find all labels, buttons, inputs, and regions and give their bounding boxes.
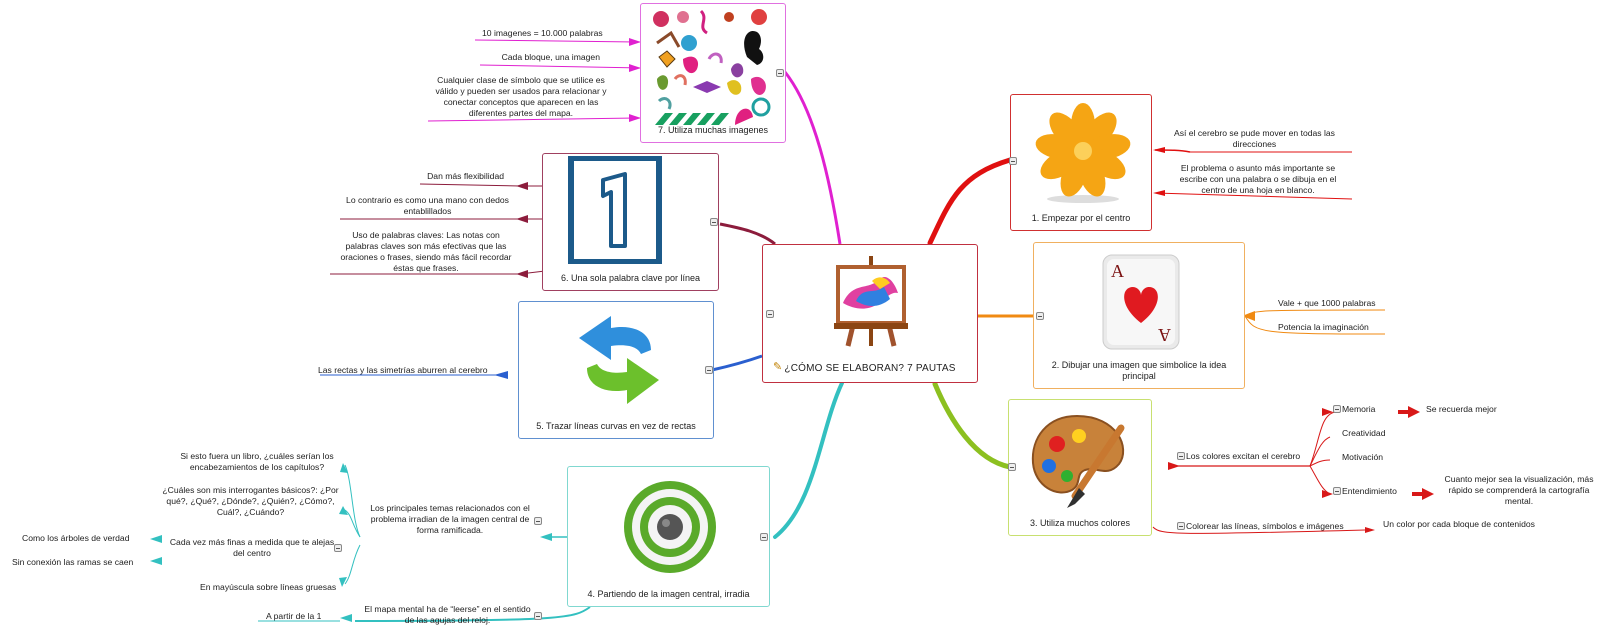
pencil-icon: ✎ [773, 361, 783, 373]
branch-4-connector [773, 381, 844, 539]
b4-q4: En mayúscula sobre líneas gruesas [200, 582, 337, 592]
b1-note-2: El problema o asunto más importante se e… [1179, 163, 1337, 195]
image-collage-icon [649, 7, 779, 127]
branch-2-node[interactable]: A A 2. Dibujar una imagen que simbolice … [1033, 242, 1245, 389]
b4-q3a: Como los árboles de verdad [22, 533, 130, 543]
central-collapse-toggle[interactable] [766, 310, 774, 318]
target-icon [620, 475, 720, 575]
refresh-arrows-icon [571, 310, 667, 410]
central-title: ¿CÓMO SE ELABORAN? 7 PAUTAS [784, 363, 956, 374]
b6-note-1: Dan más flexibilidad [427, 171, 504, 181]
b3-entendimiento-note: Cuanto mejor sea la visualización, más r… [1444, 474, 1594, 506]
easel-painting-icon [828, 251, 914, 349]
b7-note-2: Cada bloque, una imagen [501, 52, 600, 62]
b3-topic-1: Los colores excitan el cerebro [1186, 451, 1301, 461]
branch-4-title: 4. Partiendo de la imagen central, irrad… [587, 589, 750, 599]
b3-topic-2-note: Un color por cada bloque de contenidos [1383, 519, 1535, 529]
b4-q3: Cada vez más finas a medida que te aleja… [169, 537, 335, 558]
b3-memoria-note: Se recuerda mejor [1426, 404, 1497, 414]
b3-motivacion: Motivación [1342, 452, 1384, 462]
central-node[interactable]: ✎ ¿CÓMO SE ELABORAN? 7 PAUTAS [762, 244, 978, 383]
b7-note-1: 10 imagenes = 10.000 palabras [482, 28, 603, 38]
branch-3-connector [932, 381, 1013, 470]
branch-7-node[interactable]: 7. Utiliza muchas imagenes [640, 3, 786, 143]
branch-5-title: 5. Trazar líneas curvas en vez de rectas [536, 421, 696, 431]
branch-1-title: 1. Empezar por el centro [1031, 213, 1131, 223]
b4-topic-2-note: A partir de la 1 [266, 611, 322, 621]
branch-5-connector [711, 354, 763, 372]
number-one-icon [567, 155, 663, 265]
b2-note-2: Potencia la imaginación [1278, 322, 1369, 332]
branch-6-collapse-toggle[interactable] [710, 218, 718, 226]
branch-5-node[interactable]: 5. Trazar líneas curvas en vez de rectas [518, 301, 714, 439]
b4-topic-2: El mapa mental ha de “leerse” en el sent… [364, 604, 531, 625]
branch-3-collapse-toggle[interactable] [1008, 463, 1016, 471]
b3-topic-2: Colorear las líneas, símbolos e imágenes [1186, 521, 1344, 531]
b5-note: Las rectas y las simetrías aburren al ce… [318, 365, 488, 375]
b4-q3b: Sin conexión las ramas se caen [12, 557, 134, 567]
svg-text:A: A [1111, 261, 1124, 281]
branch-2-collapse-toggle[interactable] [1036, 312, 1044, 320]
b2-note-1: Vale + que 1000 palabras [1278, 298, 1376, 308]
b3-entendimiento-collapse-toggle[interactable] [1333, 487, 1341, 495]
branch-1-connector [927, 157, 1013, 246]
b3-creatividad: Creatividad [1342, 428, 1386, 438]
b4-topic1-collapse-toggle[interactable] [534, 517, 542, 525]
b4-topic-1: Los principales temas relacionados con e… [370, 503, 530, 535]
branch-6-node[interactable]: 6. Una sola palabra clave por línea [542, 153, 719, 291]
branch-7-connector [783, 71, 842, 245]
b4-topic2-collapse-toggle[interactable] [534, 612, 542, 620]
flower-icon [1031, 101, 1135, 205]
branch-6-title: 6. Una sola palabra clave por línea [560, 273, 701, 283]
branch-6-connector [719, 222, 776, 246]
b4-q2: ¿Cuáles son mis interrogantes básicos?: … [162, 485, 339, 517]
b7-note-3: Cualquier clase de símbolo que se utilic… [435, 75, 607, 118]
b3-memoria: Memoria [1342, 404, 1376, 414]
branch-1-collapse-toggle[interactable] [1009, 157, 1017, 165]
b6-note-3: Uso de palabras claves: Las notas con pa… [340, 230, 512, 273]
branch-7-collapse-toggle[interactable] [776, 69, 784, 77]
b4-q1: Si esto fuera un libro, ¿cuáles serían l… [180, 451, 334, 472]
branch-4-collapse-toggle[interactable] [760, 533, 768, 541]
branch-4-node[interactable]: 4. Partiendo de la imagen central, irrad… [567, 466, 770, 607]
branch-7-title: 7. Utiliza muchas imagenes [657, 125, 769, 135]
b6-note-2: Lo contrario es como una mano con dedos … [346, 195, 509, 216]
svg-text:A: A [1158, 325, 1171, 345]
branch-5-collapse-toggle[interactable] [705, 366, 713, 374]
branch-3-node[interactable]: 3. Utiliza muchos colores [1008, 399, 1152, 536]
ace-of-hearts-card-icon: A A [1099, 251, 1183, 353]
paint-palette-icon [1027, 408, 1135, 512]
b3-topic2-collapse-toggle[interactable] [1177, 522, 1185, 530]
branch-1-node[interactable]: 1. Empezar por el centro [1010, 94, 1152, 231]
b4-q3-collapse-toggle[interactable] [334, 544, 342, 552]
branch-2-title: 2. Dibujar una imagen que simbolice la i… [1051, 360, 1227, 381]
b1-note-2-line [1154, 192, 1353, 200]
b3-entendimiento: Entendimiento [1342, 486, 1397, 496]
branch-3-title: 3. Utiliza muchos colores [1029, 518, 1131, 528]
b3-topic1-collapse-toggle[interactable] [1177, 452, 1185, 460]
b3-memoria-collapse-toggle[interactable] [1333, 405, 1341, 413]
b1-note-1: Así el cerebro se pude mover en todas la… [1174, 128, 1335, 149]
